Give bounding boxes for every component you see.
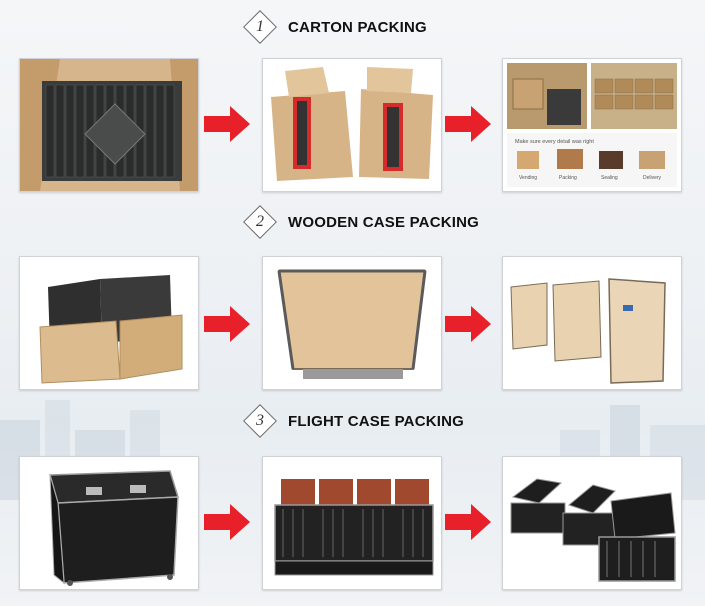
section-number-badge: 3 <box>243 404 277 438</box>
step-label: Sealing <box>601 175 618 181</box>
carton-packing-photo-1 <box>19 58 199 192</box>
section-heading: CARTON PACKING <box>288 18 427 36</box>
flight-case-photo-2 <box>262 456 442 590</box>
red-arrow-icon <box>445 306 491 342</box>
section-title-carton: 1 CARTON PACKING <box>243 10 427 44</box>
red-arrow-icon <box>445 504 491 540</box>
inset-caption: Make sure every detail was right <box>515 139 594 145</box>
step-label: Packing <box>559 175 577 181</box>
section-title-flight: 3 FLIGHT CASE PACKING <box>243 404 465 438</box>
section-number-badge: 2 <box>243 205 277 239</box>
section-title-wooden: 2 WOODEN CASE PACKING <box>243 205 480 239</box>
step-label: Delivery <box>643 175 662 181</box>
wooden-case-photo-3 <box>502 256 682 390</box>
section-heading: FLIGHT CASE PACKING <box>288 412 465 430</box>
flight-case-photo-3 <box>502 456 682 590</box>
section-number-badge: 1 <box>243 10 277 44</box>
carton-packing-photo-3: Make sure every detail was right Vending… <box>502 58 682 192</box>
red-arrow-icon <box>204 504 250 540</box>
carton-packing-photo-2 <box>262 58 442 192</box>
red-arrow-icon <box>204 106 250 142</box>
wooden-case-photo-2 <box>262 256 442 390</box>
section-heading: WOODEN CASE PACKING <box>288 213 480 231</box>
red-arrow-icon <box>445 106 491 142</box>
wooden-case-photo-1 <box>19 256 199 390</box>
step-label: Vending <box>519 175 537 181</box>
flight-case-photo-1 <box>19 456 199 590</box>
red-arrow-icon <box>204 306 250 342</box>
